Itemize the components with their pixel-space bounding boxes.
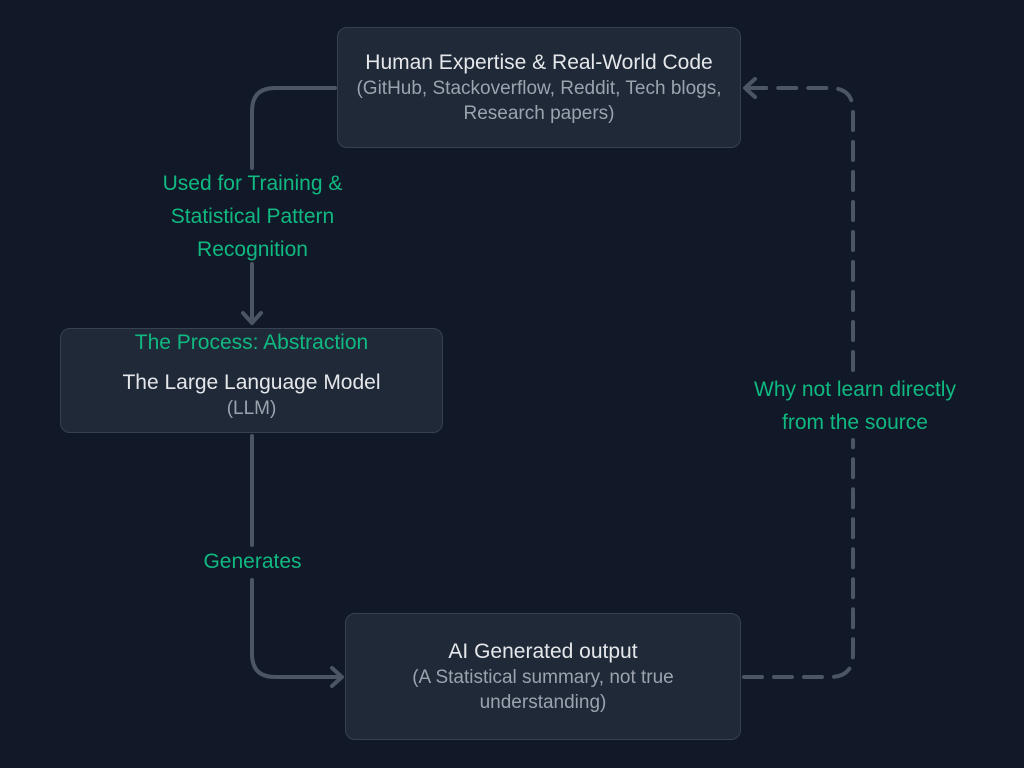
node-output-subtitle: (A Statistical summary, not true underst… [412, 666, 674, 713]
edge-feedback-arrowhead [743, 77, 757, 99]
node-llm-process-label: The Process: Abstraction [134, 331, 369, 354]
edge-generates-line-lower [250, 578, 343, 679]
node-llm-title: The Large Language Model [122, 371, 381, 394]
node-source-subtitle: (GitHub, Stackoverflow, Reddit, Tech blo… [356, 77, 722, 124]
edge-generates-arrowhead [330, 666, 344, 688]
node-ai-output: AI Generated output (A Statistical summa… [345, 613, 741, 740]
node-output-title: AI Generated output [448, 639, 638, 663]
edge-training-arrowhead [241, 311, 263, 325]
edge-feedback-label: Why not learn directly from the source [754, 378, 956, 434]
edge-feedback-line-lower [742, 438, 855, 679]
edge-training-line [250, 86, 337, 170]
node-llm: The Process: Abstraction The Large Langu… [60, 328, 443, 433]
edge-feedback-line-upper [744, 86, 855, 372]
edge-training-label: Used for Training & Statistical Pattern … [162, 172, 343, 261]
node-llm-subtitle: (LLM) [226, 398, 277, 419]
edge-generates-label: Generates [203, 550, 302, 573]
node-source-title: Human Expertise & Real-World Code [365, 50, 713, 74]
node-human-expertise: Human Expertise & Real-World Code (GitHu… [337, 27, 741, 148]
